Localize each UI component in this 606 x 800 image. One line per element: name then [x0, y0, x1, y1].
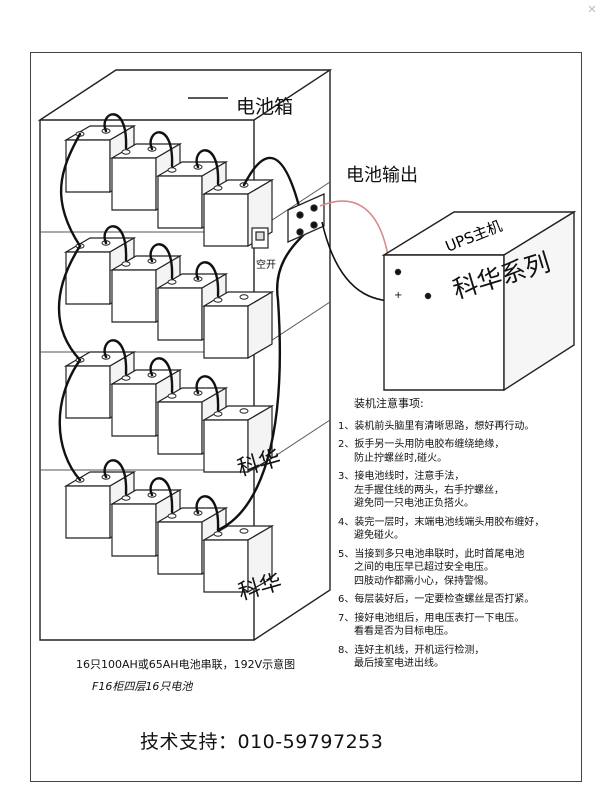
diagram-subcaption: F16柜四层16只电池 [92, 680, 193, 693]
note-line: 之间的电压早已超过安全电压。 [354, 562, 494, 574]
cabinet-front [39, 120, 255, 641]
notes-list: 1、装机前头脑里有清晰思路，想好再行动。 2、扳手另一头用防电胶布缠绕绝缘，防止拧… [338, 420, 578, 671]
note-line: 4、装完一层时，末端电池线端头用胶布缠好， [338, 516, 545, 528]
note-line: 避免同一只电池正负搭火。 [354, 498, 474, 510]
close-icon[interactable]: ✕ [587, 3, 597, 16]
breaker-switch-label: 空开 [256, 260, 276, 271]
series-cables [57, 113, 308, 532]
ups-host-box [381, 210, 577, 392]
note-line: 3、接电池线时，注意手法， [338, 471, 465, 483]
battery-output-label: 电池输出 [346, 165, 418, 186]
battery-box-title: 电池箱 [236, 96, 294, 118]
cable-to-output [242, 156, 302, 212]
note-line: 5、当接到多只电池串联时，此时首尾电池 [338, 548, 525, 560]
note-item: 8、连好主机线，开机运行检测， 最后接室电进出线。 [338, 644, 578, 671]
battery-cabinet [37, 69, 333, 641]
note-line: 左手握住线的两头，右手拧螺丝， [354, 484, 504, 496]
installation-notes: 装机注意事项: 1、装机前头脑里有清晰思路，想好再行动。 2、扳手另一头用防电胶布… [338, 397, 578, 676]
breaker-switch [251, 227, 269, 249]
return-cable [216, 230, 308, 532]
notes-title: 装机注意事项: [354, 397, 424, 410]
note-line: 最后接室电进出线。 [354, 658, 444, 670]
note-line: 避免碰火。 [354, 530, 404, 542]
note-item: 6、每层装好后，一定要检查螺丝是否打紧。 [338, 593, 578, 607]
note-item: 2、扳手另一头用防电胶布缠绕绝缘，防止拧螺丝时,碰火。 [338, 438, 578, 465]
output-terminal [287, 192, 325, 244]
battery-cell [203, 291, 273, 359]
note-line: 8、连好主机线，开机运行检测， [338, 644, 485, 656]
note-line: 1、装机前头脑里有清晰思路，想好再行动。 [338, 420, 535, 432]
note-item: 3、接电池线时，注意手法，左手握住线的两头，右手拧螺丝， 避免同一只电池正负搭火。 [338, 470, 578, 511]
sheet-frame [30, 52, 582, 782]
tech-support-line: 技术支持：010-59797253 [140, 731, 384, 753]
note-item: 1、装机前头脑里有清晰思路，想好再行动。 [338, 420, 578, 434]
note-line: 7、接好电池组后，用电压表打一下电压。 [338, 612, 525, 624]
note-line: 防止拧螺丝时,碰火。 [354, 452, 448, 464]
diagram-caption: 16只100AH或65AH电池串联，192V示意图 [76, 658, 296, 671]
cabinet-side [253, 70, 331, 641]
note-line: 2、扳手另一头用防电胶布缠绕绝缘， [338, 439, 505, 451]
note-line: 四肢动作都需小心，保持警惕。 [354, 575, 494, 587]
note-item: 7、接好电池组后，用电压表打一下电压。看看是否为目标电压。 [338, 612, 578, 639]
note-line: 看看是否为目标电压。 [354, 626, 454, 638]
note-item: 4、装完一层时，末端电池线端头用胶布缠好， 避免碰火。 [338, 516, 578, 543]
note-line: 6、每层装好后，一定要检查螺丝是否打紧。 [338, 594, 535, 606]
note-item: 5、当接到多只电池串联时，此时首尾电池之间的电压早已超过安全电压。四肢动作都需小… [338, 548, 578, 589]
positive-terminal-label: + [394, 290, 403, 301]
